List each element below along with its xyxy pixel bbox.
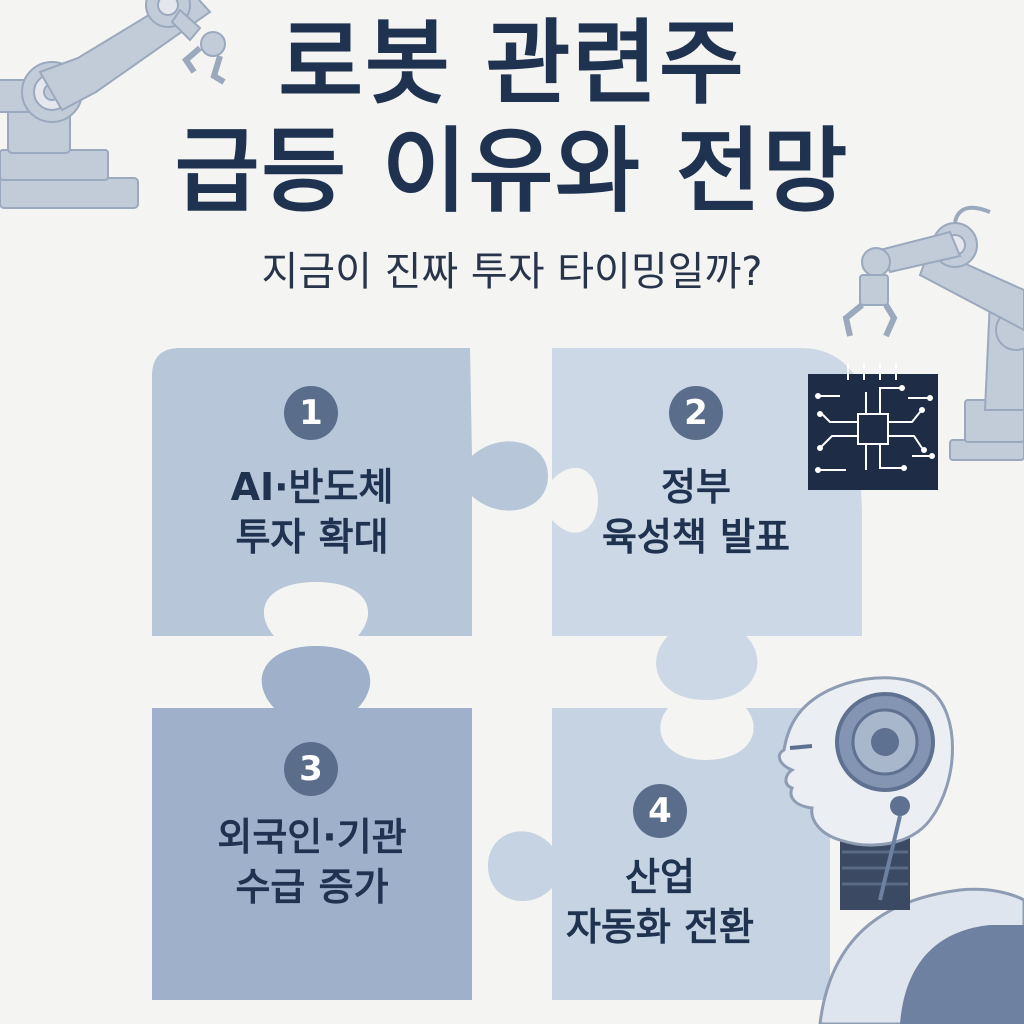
piece-1-label-line-1: AI·반도체: [230, 465, 394, 509]
page-title-line-2: 급등 이유와 전망: [174, 118, 850, 225]
robot-arm-left-icon: [0, 0, 226, 209]
piece-2-label-line-1: 정부: [661, 465, 731, 509]
piece-1-label-line-2: 투자 확대: [235, 515, 389, 559]
microchip-icon: [808, 364, 938, 490]
puzzle-piece-4: [488, 708, 830, 1000]
piece-3-label: 외국인·기관 수급 증가: [152, 812, 472, 912]
humanoid-robot-icon: [777, 676, 1024, 1024]
piece-3-label-line-1: 외국인·기관: [217, 815, 407, 859]
piece-3-number-badge: 3: [284, 742, 338, 796]
piece-4-number-badge: 4: [633, 784, 687, 838]
piece-1-number-badge: 1: [284, 386, 338, 440]
piece-2-label-line-2: 육성책 발표: [601, 515, 791, 559]
piece-4-label: 산업 자동화 전환: [500, 852, 820, 952]
piece-4-label-line-2: 자동화 전환: [565, 905, 755, 949]
subtitle: 지금이 진짜 투자 타이밍일까?: [261, 249, 763, 295]
puzzle-piece-1: [152, 348, 548, 636]
piece-3-label-line-2: 수급 증가: [235, 865, 389, 909]
piece-2-number-badge: 2: [669, 386, 723, 440]
piece-1-label: AI·반도체 투자 확대: [152, 462, 472, 562]
piece-2-label: 정부 육성책 발표: [536, 462, 856, 562]
page-title-line-1: 로봇 관련주: [278, 10, 746, 117]
puzzle-piece-3: [152, 646, 472, 1000]
robot-arm-right-icon: [842, 205, 1024, 461]
piece-4-label-line-1: 산업: [625, 855, 695, 899]
puzzle-piece-2: [552, 348, 862, 700]
